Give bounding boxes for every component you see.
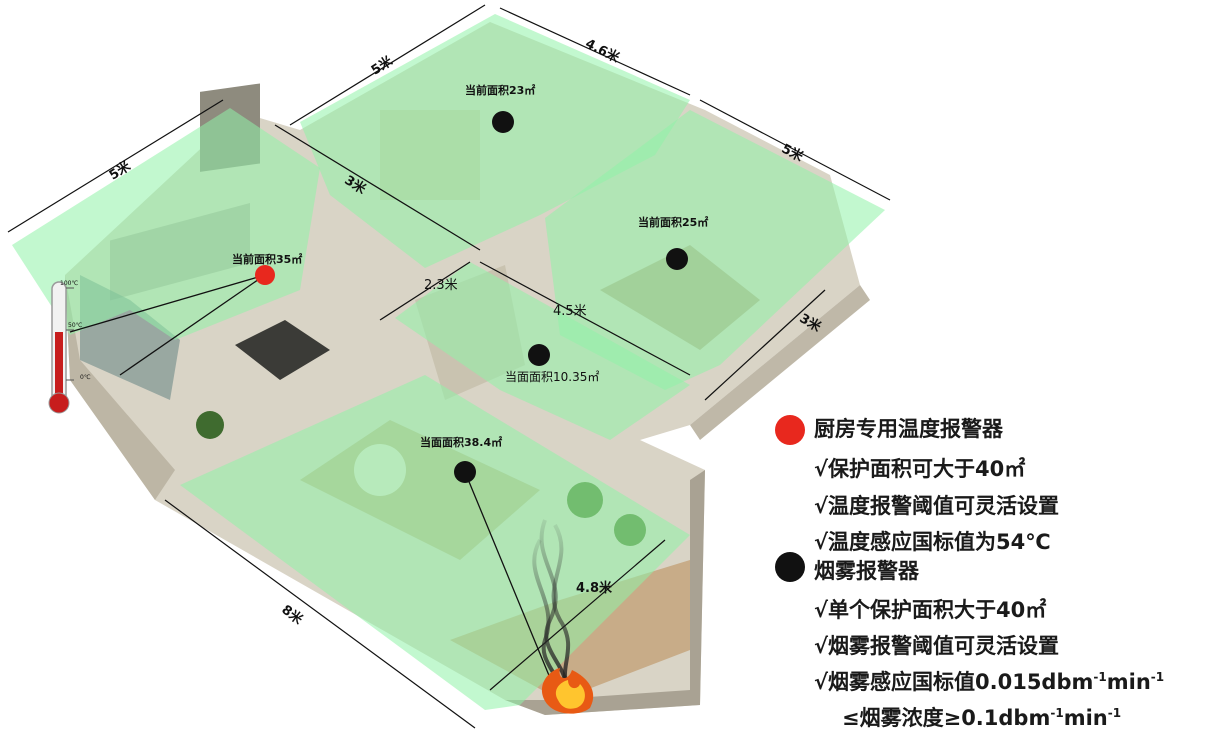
zone-bedroom <box>545 110 885 390</box>
legend-temp-item-2: √温度报警阈值可灵活设置 <box>814 494 1060 518</box>
dimension-label-hall-length: 4.5米 <box>553 304 587 319</box>
thermometer-tick-50: 50℃ <box>68 322 83 329</box>
thermometer-icon <box>48 281 74 414</box>
legend-smoke-title: 烟雾报警器 <box>814 559 919 583</box>
smoke-alarm-bedroom <box>666 248 688 270</box>
legend-temp-title: 厨房专用温度报警器 <box>814 417 1003 441</box>
area-label-bedroom: 当前面积25㎡ <box>638 216 709 229</box>
thermometer-tick-100: 100℃ <box>60 280 79 287</box>
area-label-hall: 当面面积10.35㎡ <box>505 370 600 384</box>
smoke-alarm-living <box>454 461 476 483</box>
fire-icon <box>541 668 594 714</box>
red-dot-icon <box>775 415 805 445</box>
dimension-lines <box>7 4 891 729</box>
legend-smoke-item-2: √烟雾报警阈值可灵活设置 <box>814 634 1060 658</box>
zone-kids-room <box>300 14 690 268</box>
area-label-living: 当面面积38.4㎡ <box>420 436 503 449</box>
smoke-alarm-kids-room <box>492 111 514 133</box>
area-label-kids-room: 当前面积23㎡ <box>465 84 536 97</box>
temperature-alarm-kitchen <box>255 265 275 285</box>
thermometer-tick-0: 0℃ <box>80 374 91 381</box>
area-label-kitchen: 当前面积35㎡ <box>232 253 303 266</box>
black-dot-icon <box>775 552 805 582</box>
legend-smoke-item-1: √单个保护面积大于40㎡ <box>814 598 1047 622</box>
leader-lines <box>69 274 556 691</box>
legend-smoke-condition: ≤烟雾浓度≥0.1dbm-1min-1 <box>842 706 1122 730</box>
legend-temp-item-1: √保护面积可大于40㎡ <box>814 457 1026 481</box>
dimension-label-balcony: 4.8米 <box>576 581 613 596</box>
legend-temp-item-3: √温度感应国标值为54℃ <box>814 530 1051 554</box>
dimension-label-hall-width: 2.3米 <box>424 278 458 293</box>
smoke-alarm-hall <box>528 344 550 366</box>
legend-smoke-standard: √烟雾感应国标值0.015dbm-1min-1 <box>814 670 1165 694</box>
